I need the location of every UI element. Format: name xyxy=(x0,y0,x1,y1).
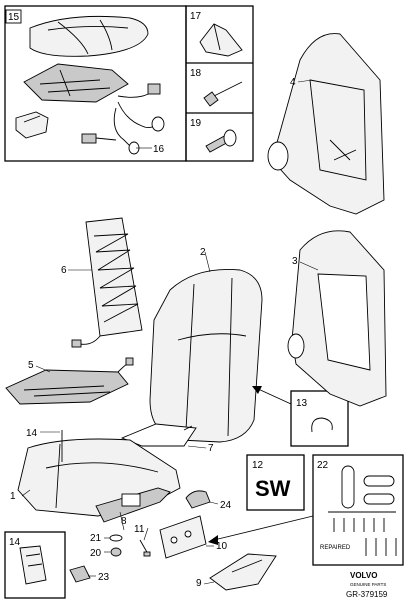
callout-16: 16 xyxy=(153,144,165,155)
callout-5: 5 xyxy=(28,360,34,371)
backrest-frame-4-illustration xyxy=(267,33,385,215)
callout-20: 20 xyxy=(90,548,102,559)
kit-22-illustration xyxy=(328,465,397,556)
washer-21-illustration xyxy=(109,534,123,542)
part-19-screw-illustration xyxy=(205,129,237,153)
reference-code: GR-379159 xyxy=(346,590,388,599)
callout-21: 21 xyxy=(90,533,102,544)
bracket-10-illustration xyxy=(159,515,207,559)
backrest-cover-2-illustration xyxy=(149,269,263,443)
callout-23: 23 xyxy=(98,572,110,583)
callout-19: 19 xyxy=(190,118,202,129)
callout-13: 13 xyxy=(296,398,308,409)
leader-lines xyxy=(21,79,319,585)
callout-14: 14 xyxy=(9,537,21,548)
callout-7: 7 xyxy=(208,443,214,454)
callout-10: 10 xyxy=(216,541,228,552)
cushion-heater-5-illustration xyxy=(5,357,134,405)
frame-13 xyxy=(290,390,349,447)
clip-14-illustration xyxy=(19,545,47,585)
part-17-cover-illustration xyxy=(199,23,243,57)
frame-12 xyxy=(246,454,305,511)
side-cover-9-illustration xyxy=(209,553,277,591)
backrest-heater-6-illustration xyxy=(71,217,143,348)
brand-logo: VOLVO xyxy=(350,571,377,580)
nut-20-illustration xyxy=(110,547,122,557)
callout-12: 12 xyxy=(252,460,264,471)
callout-22: 22 xyxy=(317,460,329,471)
wiring-harness-illustration xyxy=(81,83,165,155)
cushion-top-illustration xyxy=(29,15,149,57)
callout-8: 8 xyxy=(121,516,127,527)
part-18-rivet-illustration xyxy=(203,81,243,107)
callout-24: 24 xyxy=(220,500,232,511)
callout-2: 2 xyxy=(200,247,206,258)
callout-3: 3 xyxy=(292,256,298,267)
callout-17: 17 xyxy=(190,11,202,22)
connector-clip-illustration xyxy=(15,111,49,139)
callout-15: 15 xyxy=(8,12,20,23)
side-trim-8-illustration xyxy=(95,487,171,523)
callout-4: 4 xyxy=(290,77,296,88)
seat-cushion-1-illustration xyxy=(17,438,181,517)
callout-9: 9 xyxy=(196,578,202,589)
pad-7-illustration xyxy=(120,423,197,447)
clip-24-illustration xyxy=(185,490,211,509)
brand-sub: GENUINE PARTS xyxy=(350,582,386,587)
frame-22 xyxy=(312,454,404,566)
sw-label: SW xyxy=(255,476,291,501)
arrow-to-hook xyxy=(252,386,292,405)
arrow-to-bracket xyxy=(208,515,314,545)
callout-18: 18 xyxy=(190,68,202,79)
callout-6: 6 xyxy=(61,265,67,276)
hook-13-illustration xyxy=(311,417,333,433)
repaired-label: REPAIRED xyxy=(320,545,351,551)
cap-23-illustration xyxy=(69,565,91,583)
callout-11: 11 xyxy=(134,524,145,535)
screw-11-illustration xyxy=(139,539,151,557)
callout-14-pin: 14 xyxy=(26,428,38,439)
frame-17-18-19 xyxy=(185,5,254,162)
backrest-panel-3-illustration xyxy=(287,230,387,407)
seat-heater-mat-illustration xyxy=(23,63,129,103)
frame-14 xyxy=(4,531,66,599)
callout-1: 1 xyxy=(10,491,16,502)
